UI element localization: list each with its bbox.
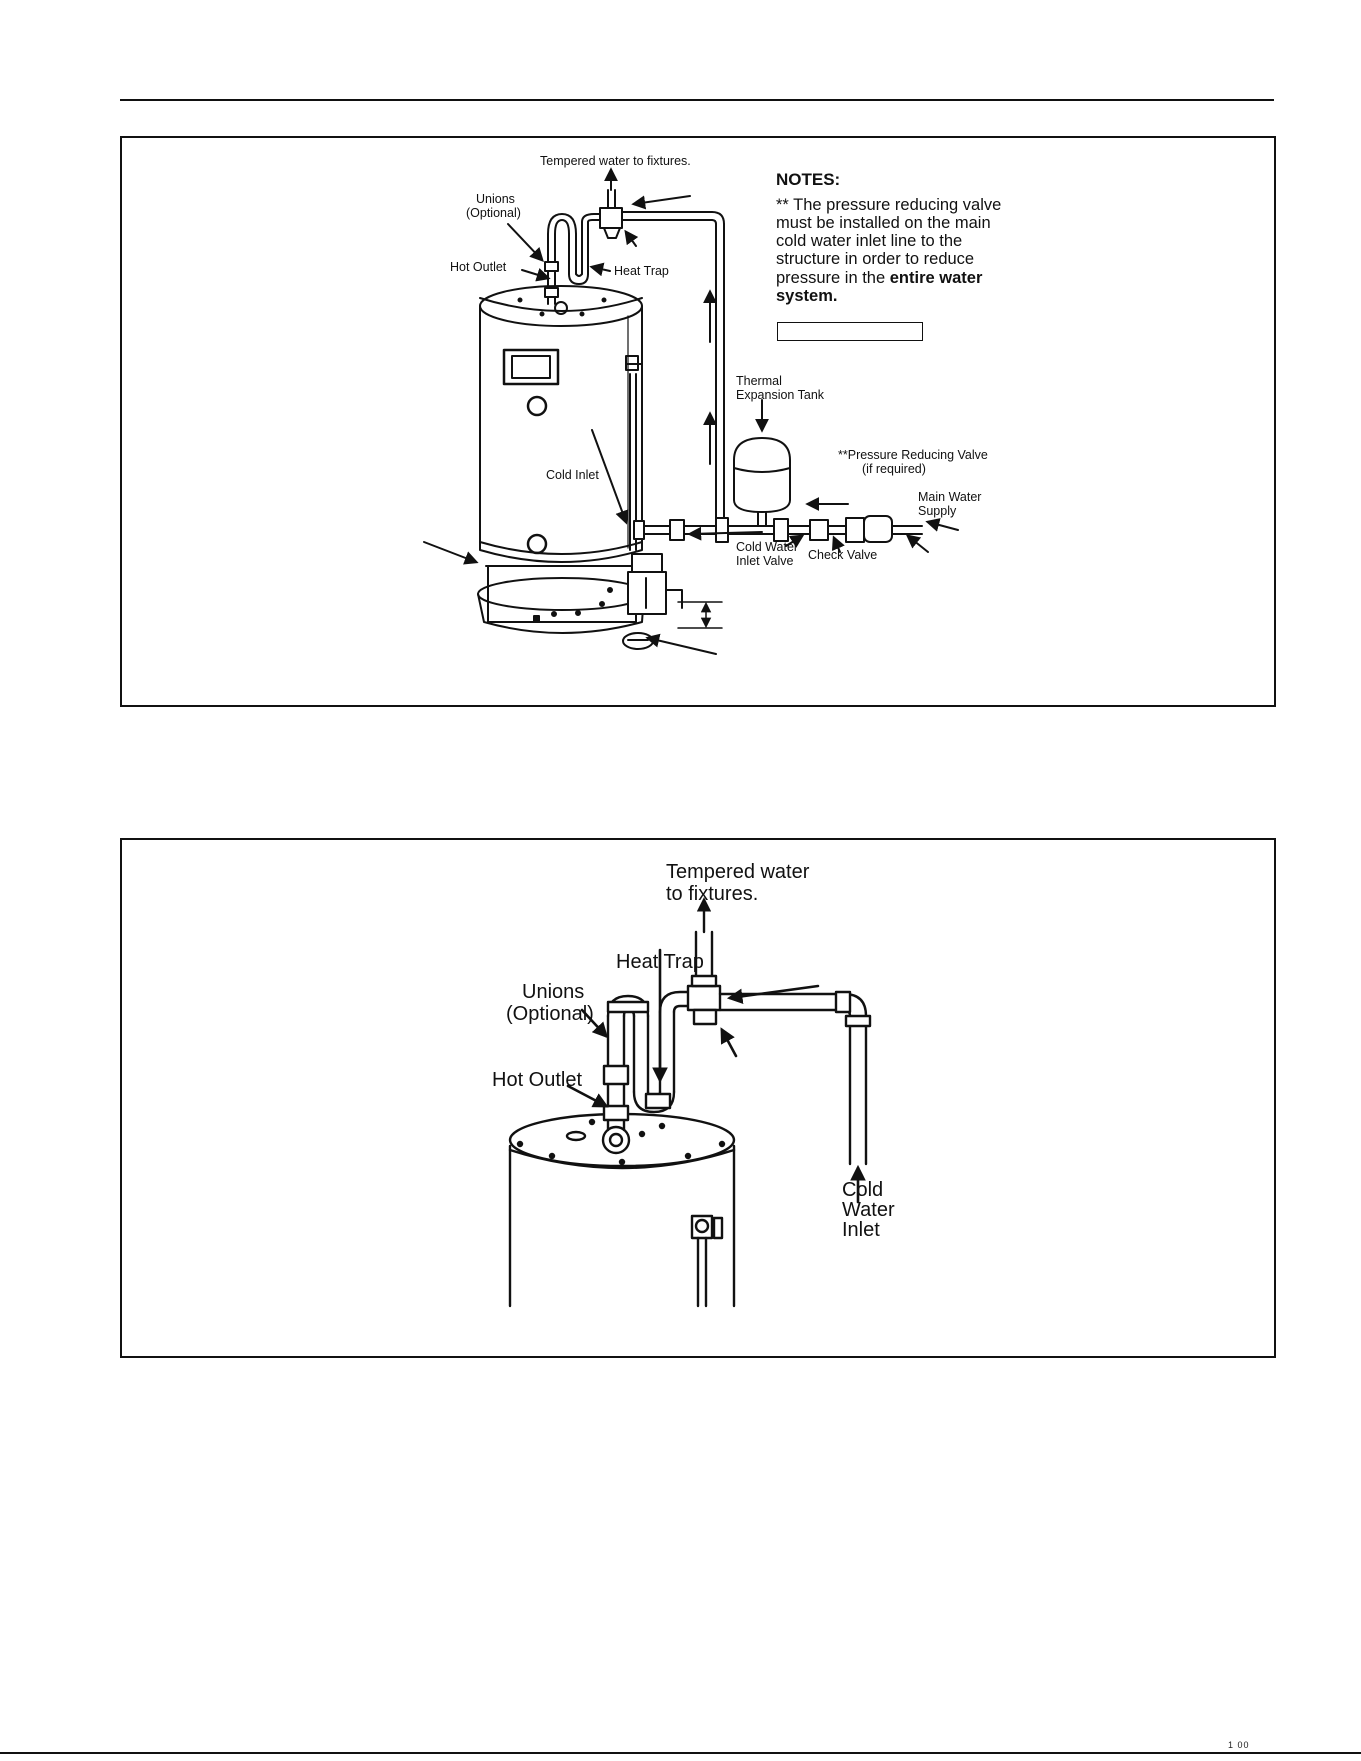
label-hot-outlet: Hot Outlet xyxy=(450,260,507,274)
label-unions: Unions xyxy=(522,981,585,1003)
hot-outlet-pipe xyxy=(602,994,650,1132)
water-heater-installation-drawing xyxy=(423,167,959,655)
label-thermal: Thermal xyxy=(736,374,782,388)
figure-heat-trap-detail: Tempered water to fixtures. Heat Trap Un… xyxy=(120,838,1276,1358)
mixing-valve xyxy=(599,167,725,239)
notes-body-text: ** The pressure reducing valve must be i… xyxy=(776,196,1002,287)
label-cold-water-inlet-valve: Cold Water xyxy=(736,540,799,554)
label-heat-trap: Heat Trap xyxy=(616,951,704,973)
control-display-panel xyxy=(502,348,643,555)
notes-body-bold: entire water system. xyxy=(776,268,983,305)
label-water: Water xyxy=(842,1199,895,1221)
cold-water-riser xyxy=(844,1014,872,1166)
notes-blank-box xyxy=(777,322,923,341)
label-main-water: Main Water xyxy=(918,490,982,504)
hot-outlet-piping xyxy=(544,213,601,305)
footer-rule xyxy=(0,1752,1361,1754)
drain-pan xyxy=(477,577,647,634)
tank-top xyxy=(508,1112,736,1308)
label-check-valve: Check Valve xyxy=(808,548,878,562)
label-cold-inlet: Cold Inlet xyxy=(546,468,599,482)
label-heat-trap: Heat Trap xyxy=(614,264,669,278)
label-unions-optional: (Optional) xyxy=(506,1003,594,1025)
pointer-arrows xyxy=(566,948,866,1204)
label-prv: **Pressure Reducing Valve xyxy=(838,448,988,462)
figure-installation-diagram: Tempered water to fixtures. Unions (Opti… xyxy=(120,136,1276,707)
heater-tank xyxy=(479,285,643,563)
inlet-fitting xyxy=(627,553,683,615)
label-tempered-water: Tempered water xyxy=(666,861,810,883)
floor-drain xyxy=(622,632,654,650)
heat-trap-detail-drawing xyxy=(508,897,872,1308)
mixing-valve xyxy=(686,897,868,1026)
label-unions-optional: (Optional) xyxy=(466,206,521,220)
relief-valve xyxy=(690,1214,724,1308)
label-inlet-valve: Inlet Valve xyxy=(736,554,794,568)
label-unions: Unions xyxy=(476,192,515,206)
label-supply: Supply xyxy=(918,504,957,518)
notes-body: ** The pressure reducing valve must be i… xyxy=(776,196,1006,305)
label-prv-if-required: (if required) xyxy=(862,462,926,476)
label-to-fixtures: to fixtures. xyxy=(666,883,759,905)
notes-title: NOTES: xyxy=(776,170,841,189)
label-cold: Cold xyxy=(842,1179,884,1201)
footer-code: 1 00 xyxy=(1228,1740,1250,1750)
cold-water-riser xyxy=(715,223,725,531)
flow-arrows xyxy=(423,195,959,655)
label-inlet: Inlet xyxy=(842,1219,880,1241)
air-gap-dimension xyxy=(677,601,723,629)
label-tempered-water: Tempered water to fixtures. xyxy=(540,154,691,168)
label-hot-outlet: Hot Outlet xyxy=(492,1069,583,1091)
pressure-reducing-valve xyxy=(863,515,893,543)
header-rule xyxy=(120,99,1274,101)
heater-base xyxy=(485,565,651,623)
thermal-expansion-tank xyxy=(733,437,791,527)
label-expansion-tank: Expansion Tank xyxy=(736,388,825,402)
